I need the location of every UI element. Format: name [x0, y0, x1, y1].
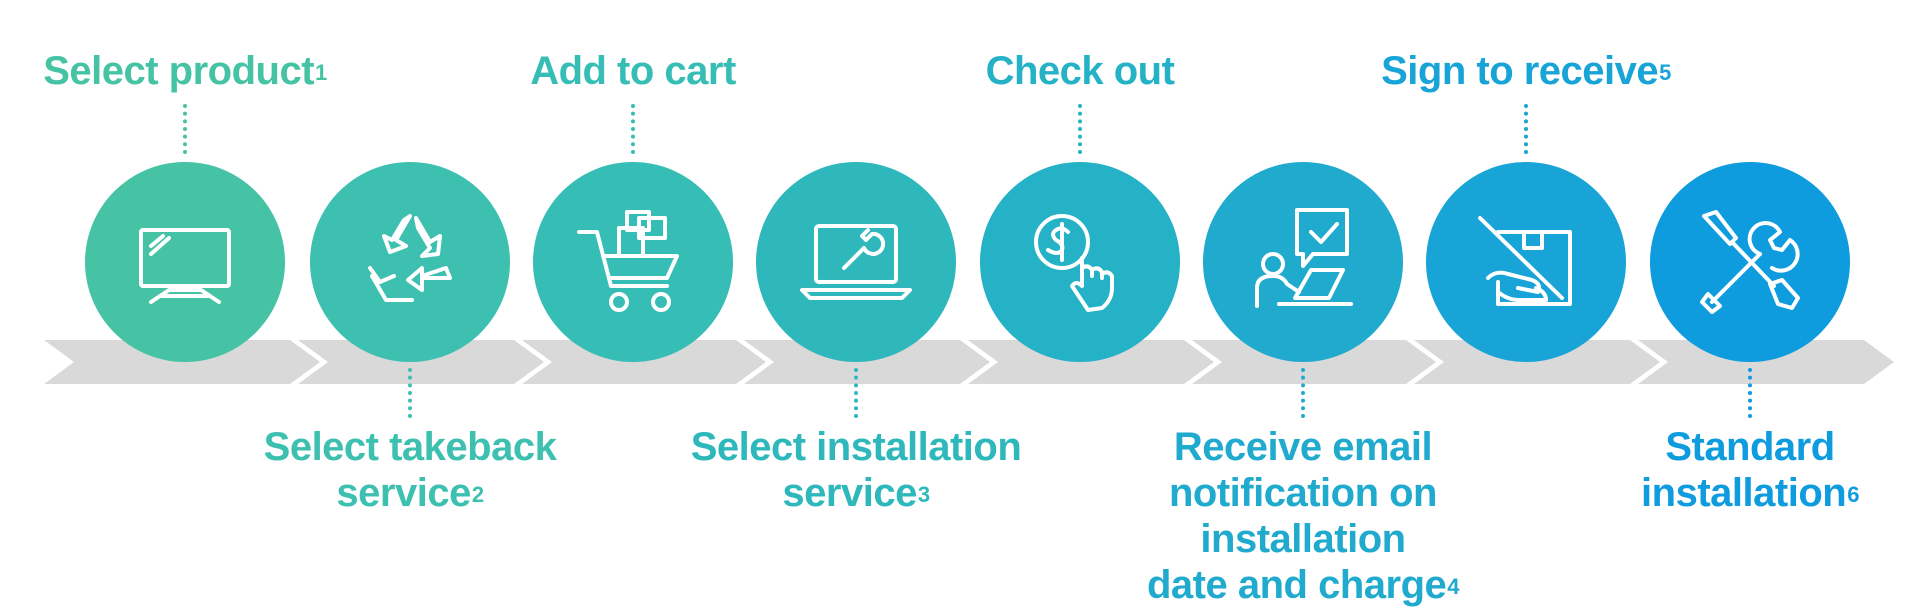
- step-circle: [980, 162, 1180, 362]
- footnote-marker: 2: [471, 482, 484, 507]
- arrow-band-segment: [1192, 340, 1436, 384]
- step-connector: [1748, 368, 1752, 418]
- step-label: Sign to receive5: [1336, 48, 1716, 94]
- step-circle: [1650, 162, 1850, 362]
- step-label-line: service3: [782, 471, 930, 515]
- step-label-line: service2: [336, 471, 484, 515]
- step-connector: [1524, 104, 1528, 154]
- arrow-band-segment: [298, 340, 544, 384]
- step-label-line: Sign to receive5: [1381, 49, 1671, 93]
- shopping-cart-icon: [577, 210, 679, 312]
- step-label-line: notification on installation: [1168, 471, 1438, 561]
- footnote-marker: 4: [1447, 574, 1459, 599]
- tools-icon: [1700, 210, 1800, 314]
- step-label-line: installation6: [1641, 471, 1859, 515]
- tv-icon: [139, 228, 231, 304]
- recycle-icon: [368, 214, 452, 302]
- footnote-marker: 1: [315, 60, 327, 85]
- laptop-wrench-icon: [800, 224, 912, 300]
- step-circle: [85, 162, 285, 362]
- step-label: Select product1: [0, 48, 375, 94]
- step-label-line: Select installation: [690, 425, 1022, 469]
- step-label-line: Select product1: [43, 49, 327, 93]
- step-circle: [756, 162, 956, 362]
- step-label-line: Standard: [1665, 425, 1835, 469]
- step-connector: [1301, 368, 1305, 418]
- arrow-band-segment: [1414, 340, 1660, 384]
- step-connector: [631, 104, 635, 154]
- step-connector: [1078, 104, 1082, 154]
- step-circle: [1203, 162, 1403, 362]
- arrow-band-segment: [44, 340, 320, 384]
- arrow-band-segment: [744, 340, 990, 384]
- footnote-marker: 5: [1659, 60, 1671, 85]
- footnote-marker: 6: [1847, 482, 1859, 507]
- step-circle: [1426, 162, 1626, 362]
- step-label: Check out: [890, 48, 1270, 94]
- step-label-line: Add to cart: [530, 49, 736, 93]
- package-receive-icon: [1478, 216, 1572, 306]
- step-connector: [408, 368, 412, 418]
- step-connector: [854, 368, 858, 418]
- arrow-band-segment: [1638, 340, 1894, 384]
- step-label-line: Select takeback: [263, 425, 557, 469]
- step-label-line: Receive email: [1173, 425, 1433, 469]
- step-circle: [310, 162, 510, 362]
- arrow-band-segment: [522, 340, 766, 384]
- pay-tap-icon: [1034, 214, 1114, 312]
- arrow-band-segment: [968, 340, 1214, 384]
- step-label: Add to cart: [443, 48, 823, 94]
- step-label-line: date and charge4: [1146, 563, 1460, 607]
- footnote-marker: 3: [917, 482, 930, 507]
- step-circle: [533, 162, 733, 362]
- email-notification-icon: [1255, 208, 1353, 308]
- step-connector: [183, 104, 187, 154]
- step-label-line: Check out: [985, 49, 1175, 93]
